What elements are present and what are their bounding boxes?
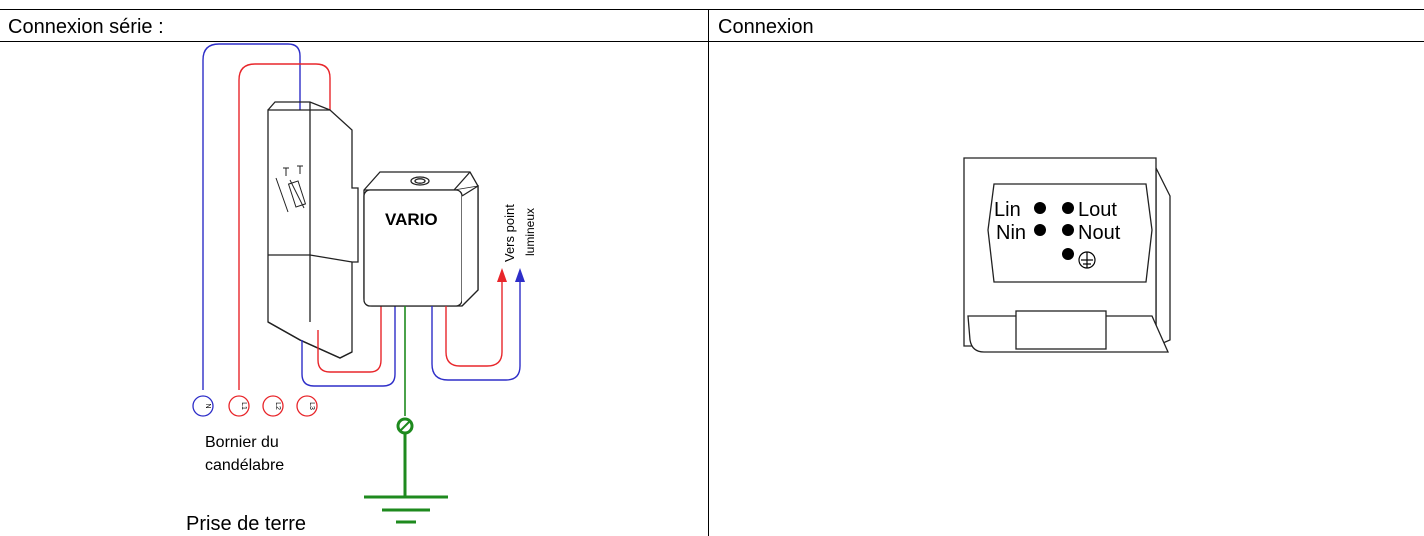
left-column-header: Connexion série : (8, 16, 164, 38)
phase-wire-to-vario (317, 305, 382, 373)
terminal-l1-label: L1 (240, 402, 247, 410)
table-top-border (0, 9, 1424, 10)
connector-pins (1034, 202, 1074, 260)
circuit-breaker (267, 101, 359, 359)
phase-arrow-icon (497, 268, 507, 282)
terminal-n-label: N (204, 403, 211, 408)
terminal-block-label-line1: Bornier du (205, 434, 279, 451)
terminal-block (192, 395, 318, 417)
ground-label: Prise de terre (186, 513, 306, 535)
phase-wire-output (445, 280, 503, 367)
terminal-block-label-line2: candélabre (205, 457, 284, 474)
pin-label-lout: Lout (1078, 199, 1117, 221)
output-label-line2: lumineux (523, 208, 537, 256)
table-header-border (0, 41, 1424, 42)
earth-connection (364, 306, 448, 524)
pin-label-lin: Lin (994, 199, 1021, 221)
right-column-header: Connexion (718, 16, 814, 38)
neutral-arrow-icon (515, 268, 525, 282)
pin-label-nout: Nout (1078, 222, 1121, 244)
earth-symbol-icon (1078, 251, 1096, 269)
neutral-wire-output (431, 280, 521, 381)
table-column-divider (708, 9, 709, 536)
vario-module (363, 171, 479, 307)
terminal-l2-label: L2 (274, 402, 281, 410)
pin-label-nin: Nin (996, 222, 1026, 244)
neutral-wire-to-vario (301, 305, 396, 387)
vario-label: VARIO (385, 210, 438, 229)
neutral-wire-supply (202, 43, 301, 390)
phase-wire-supply (238, 63, 331, 390)
terminal-l3-label: L3 (308, 402, 315, 410)
output-label-line1: Vers point (502, 204, 517, 262)
